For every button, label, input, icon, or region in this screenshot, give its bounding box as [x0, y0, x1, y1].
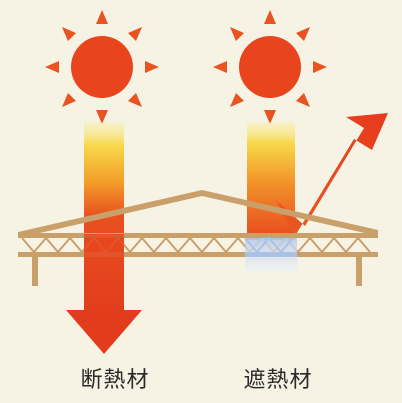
- truss-web: [21, 236, 371, 254]
- reflect-arrow-up-right-icon: [276, 113, 388, 236]
- reflection-cool-zone: [244, 236, 297, 272]
- roof-structure: [18, 190, 378, 286]
- right-sun-icon: [213, 10, 327, 124]
- heat-through-roof: [84, 234, 124, 258]
- left-sun-icon: [45, 10, 159, 124]
- label-heat-shield: 遮熱材: [243, 368, 313, 393]
- label-insulation: 断熱材: [80, 368, 150, 393]
